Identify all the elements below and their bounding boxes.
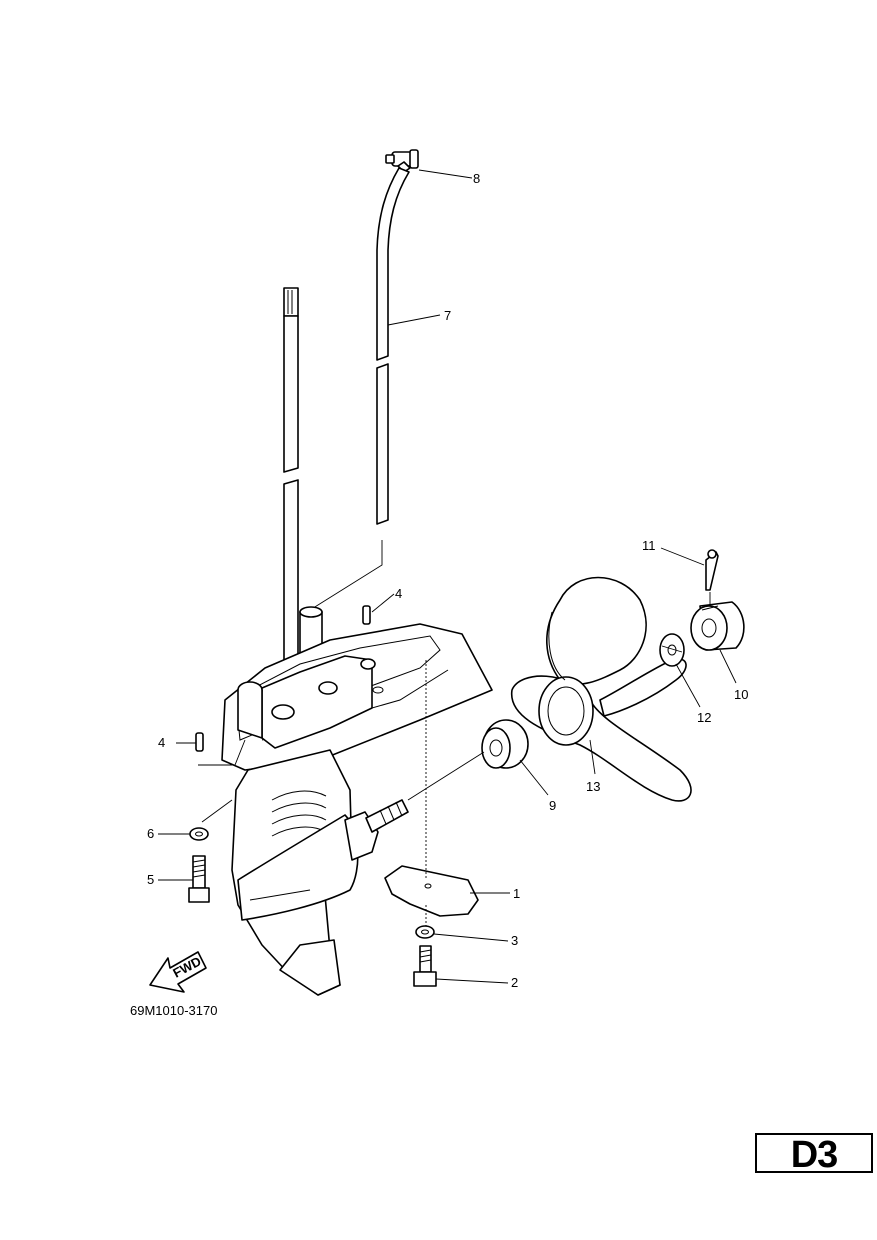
thrust-washer-part-9 xyxy=(481,719,529,769)
callout-8: 8 xyxy=(473,171,480,186)
callout-4-lower: 4 xyxy=(158,735,165,750)
callout-2: 2 xyxy=(511,975,518,990)
bolt-part-5 xyxy=(188,855,210,903)
lower-unit-housing xyxy=(221,623,493,996)
leader-lines xyxy=(158,169,737,984)
callout-13: 13 xyxy=(586,779,600,794)
cotter-pin-part-11 xyxy=(705,549,719,591)
callout-6: 6 xyxy=(147,826,154,841)
propeller-nut-part-10 xyxy=(690,601,745,651)
callout-4-upper: 4 xyxy=(395,586,402,601)
washer-part-6 xyxy=(189,827,209,841)
dowel-pin-part-4-lower xyxy=(195,732,204,752)
section-box: D3 xyxy=(755,1133,873,1176)
dowel-pin-part-4-upper xyxy=(362,605,371,625)
propeller-part-13 xyxy=(510,576,692,802)
bolt-part-2 xyxy=(413,945,437,987)
callout-1: 1 xyxy=(513,886,520,901)
callout-9: 9 xyxy=(549,798,556,813)
section-label: D3 xyxy=(790,1134,839,1176)
anode-part-1 xyxy=(384,865,479,917)
callout-3: 3 xyxy=(511,933,518,948)
callout-10: 10 xyxy=(734,687,748,702)
callout-12: 12 xyxy=(697,710,711,725)
washer-part-12 xyxy=(659,633,685,667)
callout-11: 11 xyxy=(642,538,656,553)
diagram-code: 69M1010-3170 xyxy=(130,1003,217,1018)
callout-5: 5 xyxy=(147,872,154,887)
drive-shaft xyxy=(283,287,299,671)
forward-direction-arrow: FWD xyxy=(149,951,207,993)
callout-7: 7 xyxy=(444,308,451,323)
washer-part-3 xyxy=(415,925,435,939)
water-hose-part-7 xyxy=(309,167,410,611)
